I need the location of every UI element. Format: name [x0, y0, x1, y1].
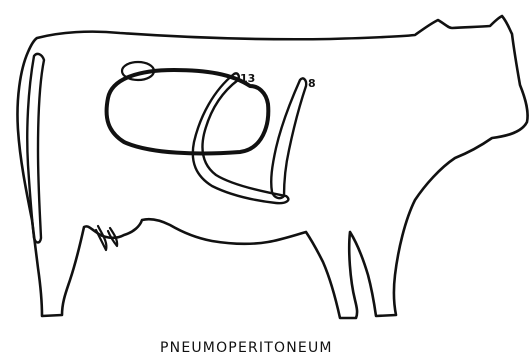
rib-13-outline: [193, 73, 289, 203]
rib-13-label: 13: [240, 72, 255, 85]
figure-caption: PNEUMOPERITONEUM: [160, 340, 333, 356]
rib-8-label: 8: [308, 77, 316, 90]
udder-outline: [96, 226, 106, 250]
rib-8-outline: [271, 78, 306, 198]
